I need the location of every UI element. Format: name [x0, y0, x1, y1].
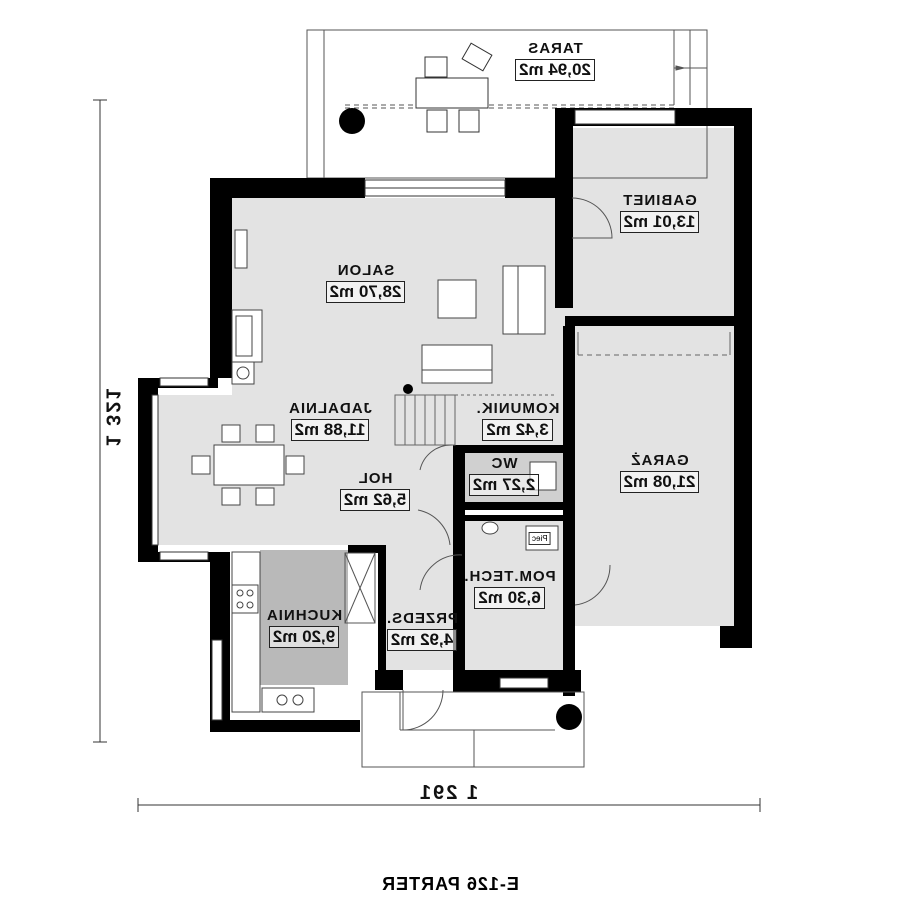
room-label-kuchnia: KUCHNIA 9,20 m2 — [258, 607, 350, 648]
terrace — [306, 29, 708, 179]
room-name: TARAS — [527, 40, 583, 57]
width-dimension: 1 291 — [418, 782, 479, 804]
room-label-przedsionek: PRZEDS. 4,92 m2 — [383, 610, 461, 651]
room-label-komunik: KOMUNIK. 3,42 m2 — [475, 400, 560, 441]
room-name: GARAŻ — [630, 452, 689, 469]
room-name: WC — [490, 455, 518, 472]
garage-door — [577, 332, 731, 356]
column-right — [556, 704, 582, 730]
depth-dimension: 1 321 — [101, 386, 124, 447]
room-label-pomtech: POM.TECH. 6,30 m2 — [462, 568, 557, 609]
room-area: 5,62 m2 — [339, 489, 411, 511]
room-label-wc: WC 2,27 m2 — [468, 455, 540, 496]
room-name: KOMUNIK. — [475, 400, 560, 417]
room-area: 6,30 m2 — [474, 587, 545, 609]
dimension-lines — [93, 99, 761, 812]
room-name: JADALNIA — [288, 400, 372, 417]
room-area: 13,01 m2 — [619, 211, 700, 233]
room-name: HOL — [357, 470, 393, 487]
entry-steps — [361, 691, 585, 768]
room-area: 21,08 m2 — [619, 471, 700, 493]
floor-kuchnia — [260, 550, 348, 685]
room-area: 3,42 m2 — [482, 419, 553, 441]
salon-furniture — [231, 229, 546, 385]
room-name: SALON — [336, 262, 395, 279]
dining-set — [191, 424, 305, 506]
room-name: PRZEDS. — [386, 610, 459, 627]
room-area: 20,94 m2 — [515, 59, 595, 81]
room-label-gabinet: GABINET 13,01 m2 — [612, 192, 707, 233]
furnace-label: Piec — [529, 532, 551, 545]
column-left — [339, 108, 365, 134]
floor-przedsionek — [382, 545, 462, 670]
room-label-jadalnia: JADALNIA 11,88 m2 — [280, 400, 380, 441]
plan-title: E-126 PARTER — [381, 874, 519, 894]
room-area: 4,92 m2 — [386, 629, 458, 651]
room-label-hol: HOL 5,62 m2 — [330, 470, 420, 511]
room-label-salon: SALON 28,70 m2 — [318, 262, 413, 303]
room-label-garaz: GARAŻ 21,08 m2 — [612, 452, 707, 493]
room-area: 28,70 m2 — [325, 281, 406, 303]
room-area: 11,88 m2 — [290, 419, 370, 441]
room-area: 2,27 m2 — [468, 474, 540, 496]
room-name: POM.TECH. — [463, 568, 556, 585]
staircase — [394, 394, 555, 446]
room-name: KUCHNIA — [265, 607, 343, 624]
room-area: 9,20 m2 — [268, 626, 340, 648]
room-name: GABINET — [622, 192, 697, 209]
windows — [151, 109, 676, 721]
column-small — [403, 384, 413, 394]
kitchen-fittings — [231, 551, 315, 713]
room-label-taras: TARAS 20,94 m2 — [515, 40, 595, 81]
doors — [344, 197, 613, 731]
